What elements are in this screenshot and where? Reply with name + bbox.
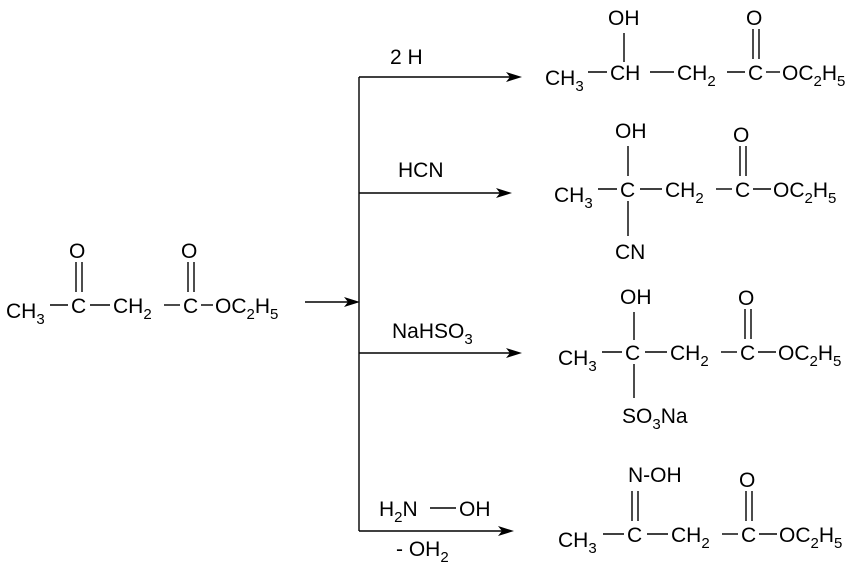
- p2-oc2h5-label: OC2H5: [773, 179, 836, 207]
- reactant-c2-label: C: [183, 295, 198, 318]
- reagent-hydroxylamine: H2N: [379, 498, 418, 526]
- p3-c-label: C: [740, 342, 755, 365]
- p3-oh-label: OH: [620, 286, 652, 309]
- p4-c-center-label: C: [627, 524, 642, 547]
- branch-arrow-2-head: [496, 188, 512, 198]
- main-arrow-head: [344, 297, 360, 307]
- branch-arrow-1-head: [506, 72, 522, 82]
- p4-ch3-label: CH3: [558, 529, 597, 557]
- p2-o-label: O: [733, 124, 749, 147]
- p3-ch3-label: CH3: [558, 347, 597, 375]
- p1-oc2h5-label: OC2H5: [782, 62, 845, 90]
- branch-arrow-4-head: [498, 526, 514, 536]
- p3-oc2h5-label: OC2H5: [778, 342, 841, 370]
- p2-c-center-label: C: [620, 179, 635, 202]
- reactant-c1-label: C: [71, 295, 86, 318]
- product-4-oxime: N-OH CH3 C CH2 C O OC2H5: [558, 464, 842, 557]
- reagent-hcn: HCN: [398, 159, 444, 182]
- p2-ch3-label: CH3: [554, 184, 593, 212]
- p1-ch-label: CH: [610, 62, 640, 85]
- reagent-2h: 2 H: [390, 46, 423, 69]
- product-1-hydroxy-ester: OH CH3 CH CH2 C O OC2H5: [545, 7, 845, 95]
- branch-arrow-3-head: [506, 348, 522, 358]
- reactant-molecule: CH3 C O CH2 C O OC2H5: [6, 240, 278, 328]
- reagent-hydroxylamine-oh: OH: [459, 498, 491, 521]
- p3-c-center-label: C: [625, 342, 640, 365]
- p1-ch2-label: CH2: [677, 62, 716, 90]
- reactant-ch2-label: CH2: [113, 295, 152, 323]
- p3-ch2-label: CH2: [670, 342, 709, 370]
- p1-c-label: C: [748, 62, 763, 85]
- p3-o-label: O: [738, 287, 754, 310]
- p4-o-label: O: [739, 469, 755, 492]
- product-2-cyanohydrin: OH CH3 C CH2 C O OC2H5 CN: [554, 120, 836, 264]
- p3-so3na-label: SO3Na: [622, 405, 688, 433]
- p4-noh-label: N-OH: [628, 464, 682, 487]
- reactant-o2-label: O: [181, 240, 197, 263]
- p4-ch2-label: CH2: [671, 524, 710, 552]
- p1-oh-label: OH: [608, 7, 640, 30]
- reactant-o1-label: O: [69, 240, 85, 263]
- reagent-labels: 2 H HCN NaHSO3 H2N OH - OH2: [379, 46, 491, 566]
- p4-oc2h5-label: OC2H5: [779, 524, 842, 552]
- reaction-arrows: [305, 72, 522, 536]
- reagent-nahso3: NaHSO3: [392, 320, 473, 348]
- p2-c-label: C: [735, 179, 750, 202]
- p1-o-label: O: [746, 7, 762, 30]
- p2-ch2-label: CH2: [665, 179, 704, 207]
- p1-ch3-label: CH3: [545, 67, 584, 95]
- p4-c-label: C: [741, 524, 756, 547]
- p2-oh-label: OH: [615, 120, 647, 143]
- reagent-minus-water: - OH2: [396, 538, 449, 566]
- product-3-bisulfite-adduct: OH CH3 C CH2 C O OC2H5 SO3Na: [558, 286, 841, 433]
- p2-cn-label: CN: [615, 241, 645, 264]
- reactant-oc2h5-label: OC2H5: [215, 295, 278, 323]
- reactant-ch3-label: CH3: [6, 300, 45, 328]
